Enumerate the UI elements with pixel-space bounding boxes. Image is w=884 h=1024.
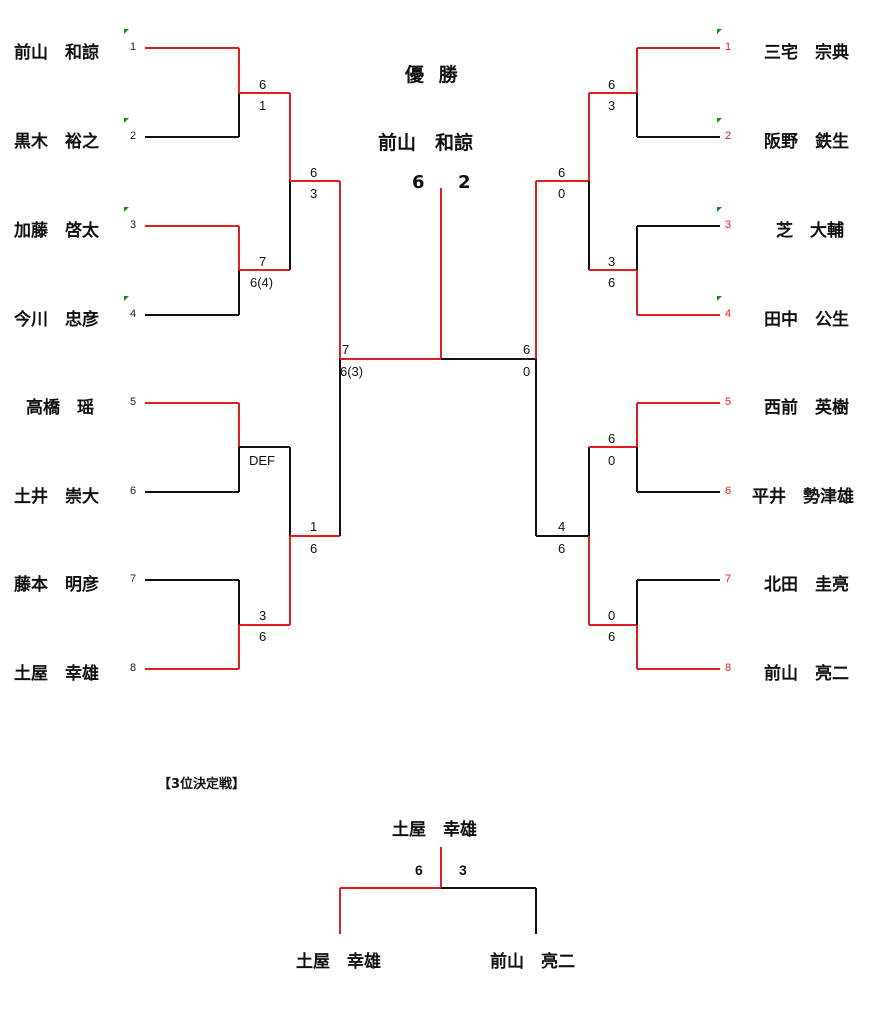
right-r2-m1-score-bottom: 0: [558, 186, 566, 201]
seed-marker-icon: [717, 296, 722, 301]
third-place-score-left: 6: [415, 862, 423, 878]
final-score-right: 2: [458, 172, 471, 193]
left-r1-m2-lines: [145, 225, 290, 316]
third-place-section-label: 【3位決定戦】: [158, 777, 246, 792]
seed-number: 8: [130, 662, 137, 674]
left-r2-m1-score-bottom: 3: [310, 186, 318, 201]
left-r2-m1-lines: [289, 93, 340, 270]
left-r2-m2-lines: [289, 447, 340, 625]
player-name: 三宅 宗典: [764, 43, 849, 63]
champion-title: 優 勝: [405, 64, 462, 86]
right-r2-m2-score-bottom: 6: [558, 541, 566, 556]
right-r1-m2-lines: [589, 225, 720, 316]
seed-marker-icon: [717, 29, 722, 34]
seed-number: 2: [725, 130, 732, 142]
seed-number: 1: [725, 41, 732, 53]
seed-marker-icon: [124, 207, 129, 212]
left-r1-m1-lines: [145, 47, 290, 138]
third-place-winner: 土屋 幸雄: [392, 820, 477, 840]
third-place-lines: [339, 847, 537, 934]
player-name: 前山 和諒: [14, 43, 99, 63]
seed-number: 3: [130, 219, 137, 231]
seed-number: 6: [130, 485, 137, 497]
left-r1-m2-score-top: 7: [259, 254, 267, 269]
seed-marker-icon: [124, 29, 129, 34]
final-score-left: 6: [412, 172, 425, 193]
player-name: 前山 亮二: [764, 664, 849, 684]
left-r1-m3-lines: [145, 402, 290, 493]
left-r1-m4-score-top: 3: [259, 608, 267, 623]
left-r1-m4-lines: [145, 579, 290, 670]
seed-number: 4: [725, 308, 732, 320]
player-name: 西前 英樹: [764, 398, 849, 418]
right-r1-m3-lines: [589, 402, 720, 493]
third-place-left-player: 土屋 幸雄: [296, 952, 381, 972]
final-lines: [440, 188, 536, 360]
right-r1-m4-score-bottom: 6: [608, 629, 616, 644]
right-r1-m1-lines: [589, 47, 720, 138]
third-place-score-right: 3: [459, 862, 467, 878]
left-r2-m2-score-top: 1: [310, 519, 318, 534]
player-name: 加藤 啓太: [14, 221, 99, 241]
seed-marker-icon: [124, 296, 129, 301]
player-name: 北田 圭亮: [764, 575, 849, 595]
seed-number: 5: [725, 396, 732, 408]
seed-number: 5: [130, 396, 137, 408]
right-r1-m3-score-bottom: 0: [608, 453, 616, 468]
right-r1-m1-score-top: 6: [608, 77, 616, 92]
seed-number: 7: [725, 573, 732, 585]
seed-number: 7: [130, 573, 137, 585]
player-name: 土屋 幸雄: [14, 664, 99, 684]
seed-marker-icon: [717, 118, 722, 123]
left-sf-score-top: 7: [342, 342, 350, 357]
third-place-right-player: 前山 亮二: [490, 952, 575, 972]
player-name: 平井 勢津雄: [752, 487, 854, 507]
right-r2-m1-lines: [536, 93, 590, 270]
left-sf-score-bottom: 6(3): [340, 364, 364, 379]
player-name: 田中 公生: [764, 310, 849, 330]
seed-number: 2: [130, 130, 137, 142]
right-r1-m1-score-bottom: 3: [608, 98, 616, 113]
right-r2-m2-lines: [536, 447, 590, 625]
player-name: 今川 忠彦: [14, 310, 99, 330]
left-r1-m1-score-top: 6: [259, 77, 267, 92]
left-r1-m2-score-bottom: 6(4): [250, 275, 274, 290]
right-sf-score-bottom: 0: [523, 364, 531, 379]
left-r1-m1-score-bottom: 1: [259, 98, 267, 113]
player-name: 藤本 明彦: [14, 575, 99, 595]
seed-number: 4: [130, 308, 137, 320]
left-sf-lines: [339, 181, 441, 536]
player-name: 土井 崇大: [14, 487, 99, 507]
left-r2-m1-score-top: 6: [310, 165, 318, 180]
seed-number: 8: [725, 662, 732, 674]
right-r2-m1-score-top: 6: [558, 165, 566, 180]
right-r1-m2-score-top: 3: [608, 254, 616, 269]
champion-name: 前山 和諒: [378, 132, 474, 154]
right-sf-score-top: 6: [523, 342, 531, 357]
left-r1-m3-score-top: DEF: [249, 453, 275, 468]
seed-number: 6: [725, 485, 732, 497]
seed-number: 1: [130, 41, 137, 53]
right-r1-m3-score-top: 6: [608, 431, 616, 446]
player-name: 高橋 瑶: [26, 398, 94, 418]
right-r1-m4-lines: [589, 579, 720, 670]
player-name: 芝 大輔: [776, 221, 844, 241]
player-name: 黒木 裕之: [14, 132, 99, 152]
player-name: 阪野 鉄生: [764, 132, 849, 152]
right-r1-m2-score-bottom: 6: [608, 275, 616, 290]
left-r2-m2-score-bottom: 6: [310, 541, 318, 556]
seed-marker-icon: [124, 118, 129, 123]
seed-number: 3: [725, 219, 732, 231]
left-r1-m4-score-bottom: 6: [259, 629, 267, 644]
right-r2-m2-score-top: 4: [558, 519, 566, 534]
right-r1-m4-score-top: 0: [608, 608, 616, 623]
seed-marker-icon: [717, 207, 722, 212]
